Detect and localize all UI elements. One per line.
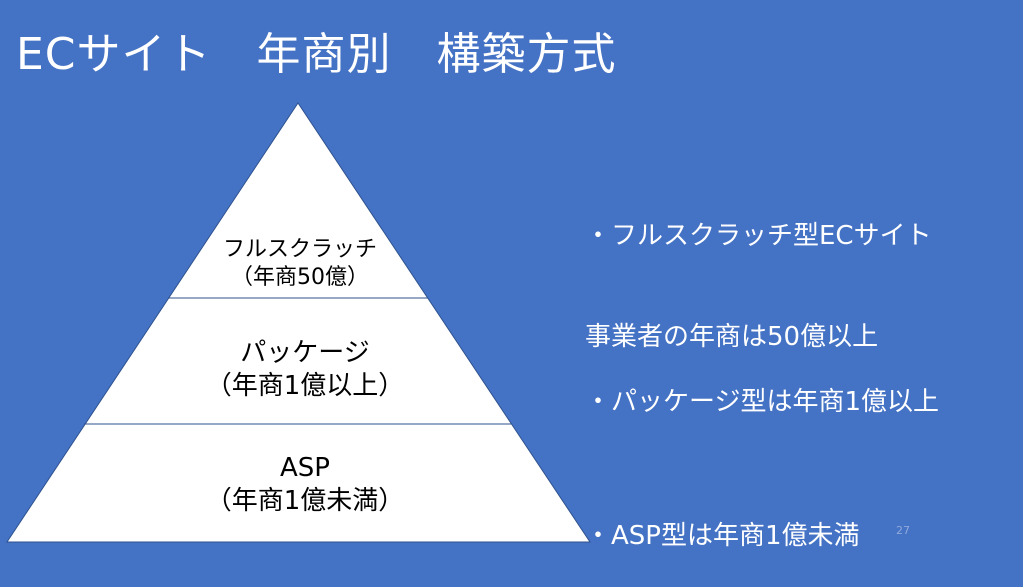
slide-title: ECサイト 年商別 構築方式 <box>16 29 617 80</box>
page-number: 27 <box>896 524 910 537</box>
bullet-line: ・フルスクラッチ型ECサイト <box>585 220 932 251</box>
bullet-package: ・パッケージ型は年商1億以上 <box>585 318 939 453</box>
bullet-line: ・ASP型は年商1億未満 <box>585 520 860 551</box>
bullet-line: ・パッケージ型は年商1億以上 <box>585 386 940 417</box>
bullet-asp: ・ASP型は年商1億未満 <box>585 452 860 587</box>
tier-revenue: （年商1億以上） <box>205 370 405 401</box>
pyramid-tier-package: パッケージ （年商1億以上） <box>180 337 430 402</box>
tier-revenue: （年商50億） <box>231 264 369 290</box>
tier-name: フルスクラッチ <box>222 237 377 262</box>
bullet-line: 事業者の年商は50億以上 <box>585 321 879 352</box>
pyramid-tier-asp: ASP （年商1億未満） <box>180 452 430 517</box>
tier-name: パッケージ <box>240 338 370 368</box>
pyramid-tier-fullscratch: フルスクラッチ （年商50億） <box>190 236 410 291</box>
bullet-fullscratch: ・フルスクラッチ型ECサイト 事業者の年商は50億以上 <box>585 152 932 389</box>
pyramid-shape <box>6 102 591 543</box>
pyramid-diagram <box>6 102 591 543</box>
tier-name: ASP <box>280 453 330 483</box>
tier-revenue: （年商1億未満） <box>205 485 405 516</box>
